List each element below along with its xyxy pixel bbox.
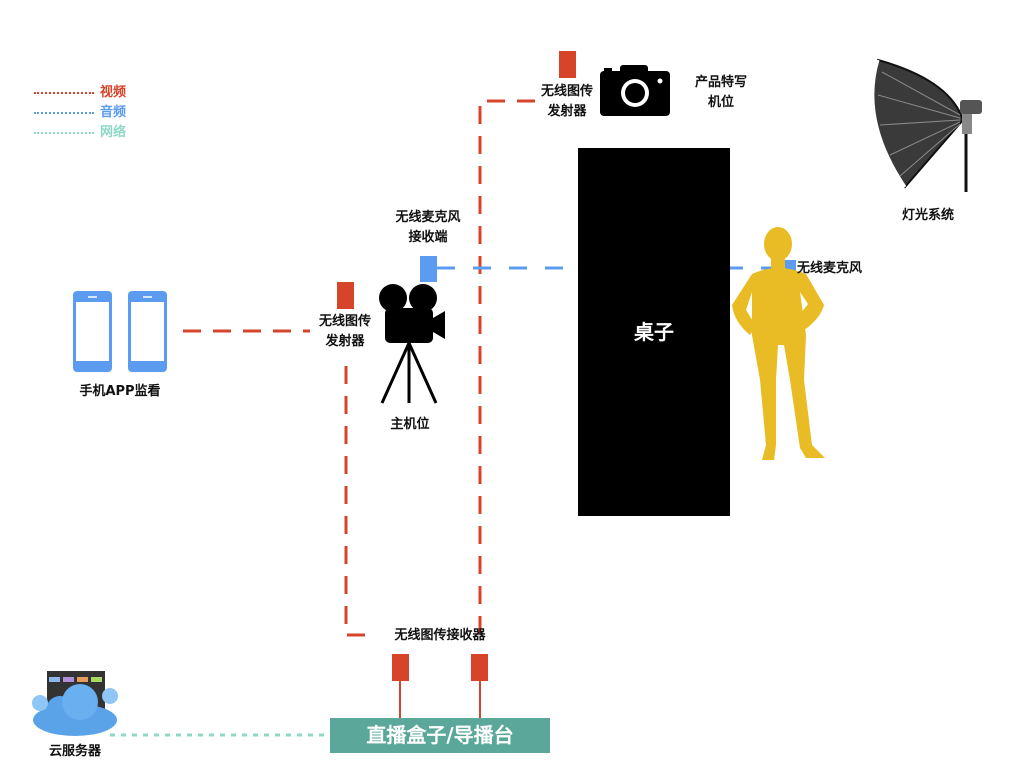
legend-video: 视频	[34, 84, 154, 102]
video-link-tx-rx	[344, 366, 370, 637]
legend-audio-label: 音频	[100, 105, 127, 120]
receiver-leads	[399, 680, 481, 718]
main-cam-label: 主机位	[390, 417, 430, 432]
tx-top-block	[559, 51, 576, 78]
rx-block-left	[392, 654, 409, 681]
stream-box: 直播盒子/导播台	[330, 718, 550, 753]
legend-network: 网络	[34, 124, 154, 142]
legend-audio: 音频	[34, 104, 154, 122]
mic-label: 无线麦克风	[797, 261, 863, 276]
product-cam-label: 产品特写 机位	[694, 75, 747, 110]
phone-icon	[73, 291, 167, 372]
legend-audio-line	[34, 112, 94, 114]
table-label: 桌子	[634, 320, 674, 344]
legend-network-line	[34, 132, 94, 134]
rx-label: 无线图传接收器	[394, 628, 486, 643]
tx-top-label: 无线图传 发射器	[540, 84, 593, 119]
light-label: 灯光系统	[901, 208, 954, 223]
legend-video-line	[34, 92, 94, 94]
mic-rx-block	[420, 256, 437, 282]
legend-video-label: 视频	[100, 85, 127, 100]
video-camera-icon	[379, 284, 445, 404]
person-silhouette	[732, 227, 825, 460]
softbox-light-icon	[871, 58, 982, 192]
phone-label: 手机APP监看	[79, 384, 161, 399]
camera-icon	[600, 65, 670, 116]
table-block: 桌子	[578, 148, 730, 516]
video-link-top-tx-rx	[478, 99, 535, 640]
cloud-server-icon	[32, 671, 118, 736]
tx-main-block	[337, 282, 354, 309]
mic-rx-label: 无线麦克风 接收端	[395, 210, 461, 245]
cloud-label: 云服务器	[48, 744, 101, 759]
legend-network-label: 网络	[100, 125, 127, 140]
video-links	[183, 99, 535, 640]
rx-block-right	[471, 654, 488, 681]
tx-main-label: 无线图传 发射器	[318, 314, 371, 349]
